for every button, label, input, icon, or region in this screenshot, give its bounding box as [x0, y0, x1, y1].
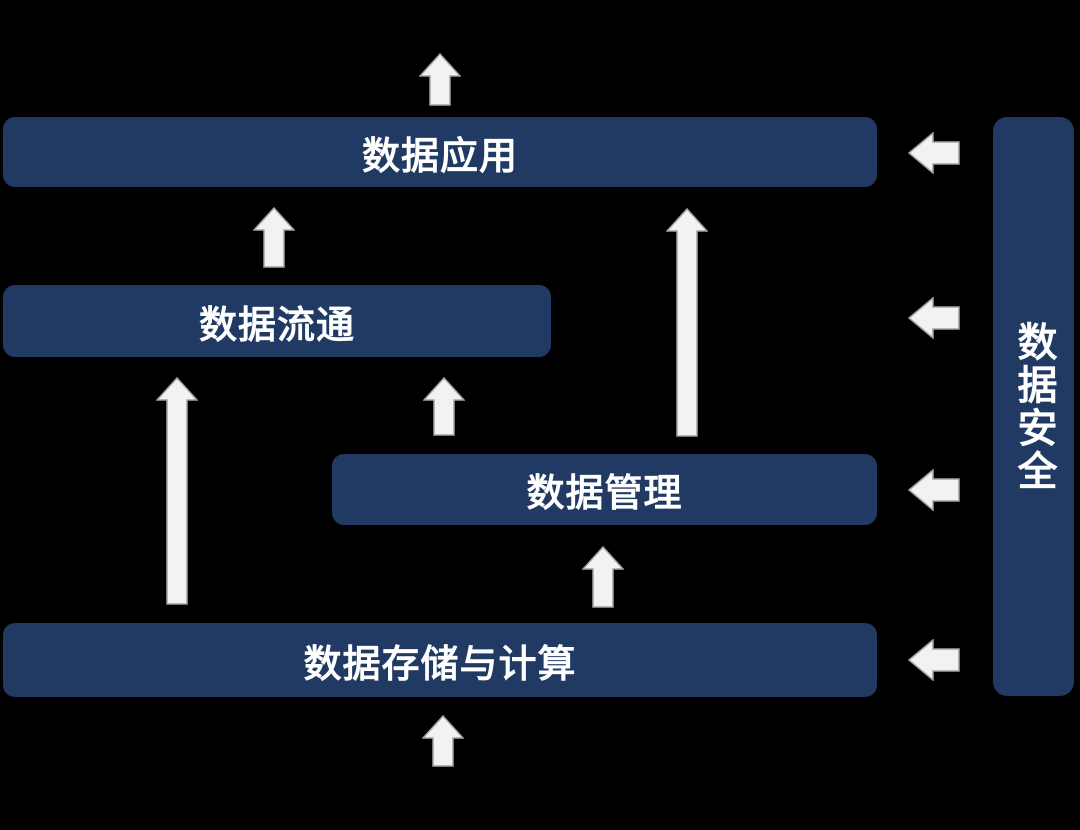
left-arrow-icon [908, 639, 960, 681]
node-data-management: 数据管理 [332, 454, 877, 525]
up-arrow-icon [422, 715, 464, 767]
up-arrow-icon [419, 53, 461, 106]
node-data-circulation: 数据流通 [3, 285, 551, 357]
up-arrow-icon [253, 207, 295, 268]
node-data-circulation-label: 数据流通 [198, 302, 355, 347]
left-arrow-icon [908, 469, 960, 511]
node-data-application-label: 数据应用 [361, 133, 518, 178]
node-data-storage-computing: 数据存储与计算 [3, 623, 877, 697]
node-data-security: 数据安全 [993, 117, 1074, 696]
up-arrow-icon [156, 377, 198, 605]
node-data-management-label: 数据管理 [526, 471, 683, 515]
up-arrow-icon [423, 377, 465, 436]
node-data-storage-computing-label: 数据存储与计算 [303, 641, 577, 686]
node-data-security-label: 数据安全 [1010, 320, 1057, 493]
up-arrow-icon [582, 546, 624, 608]
left-arrow-icon [908, 132, 960, 174]
node-data-application: 数据应用 [3, 117, 877, 187]
up-arrow-icon [666, 208, 708, 437]
left-arrow-icon [908, 297, 960, 339]
